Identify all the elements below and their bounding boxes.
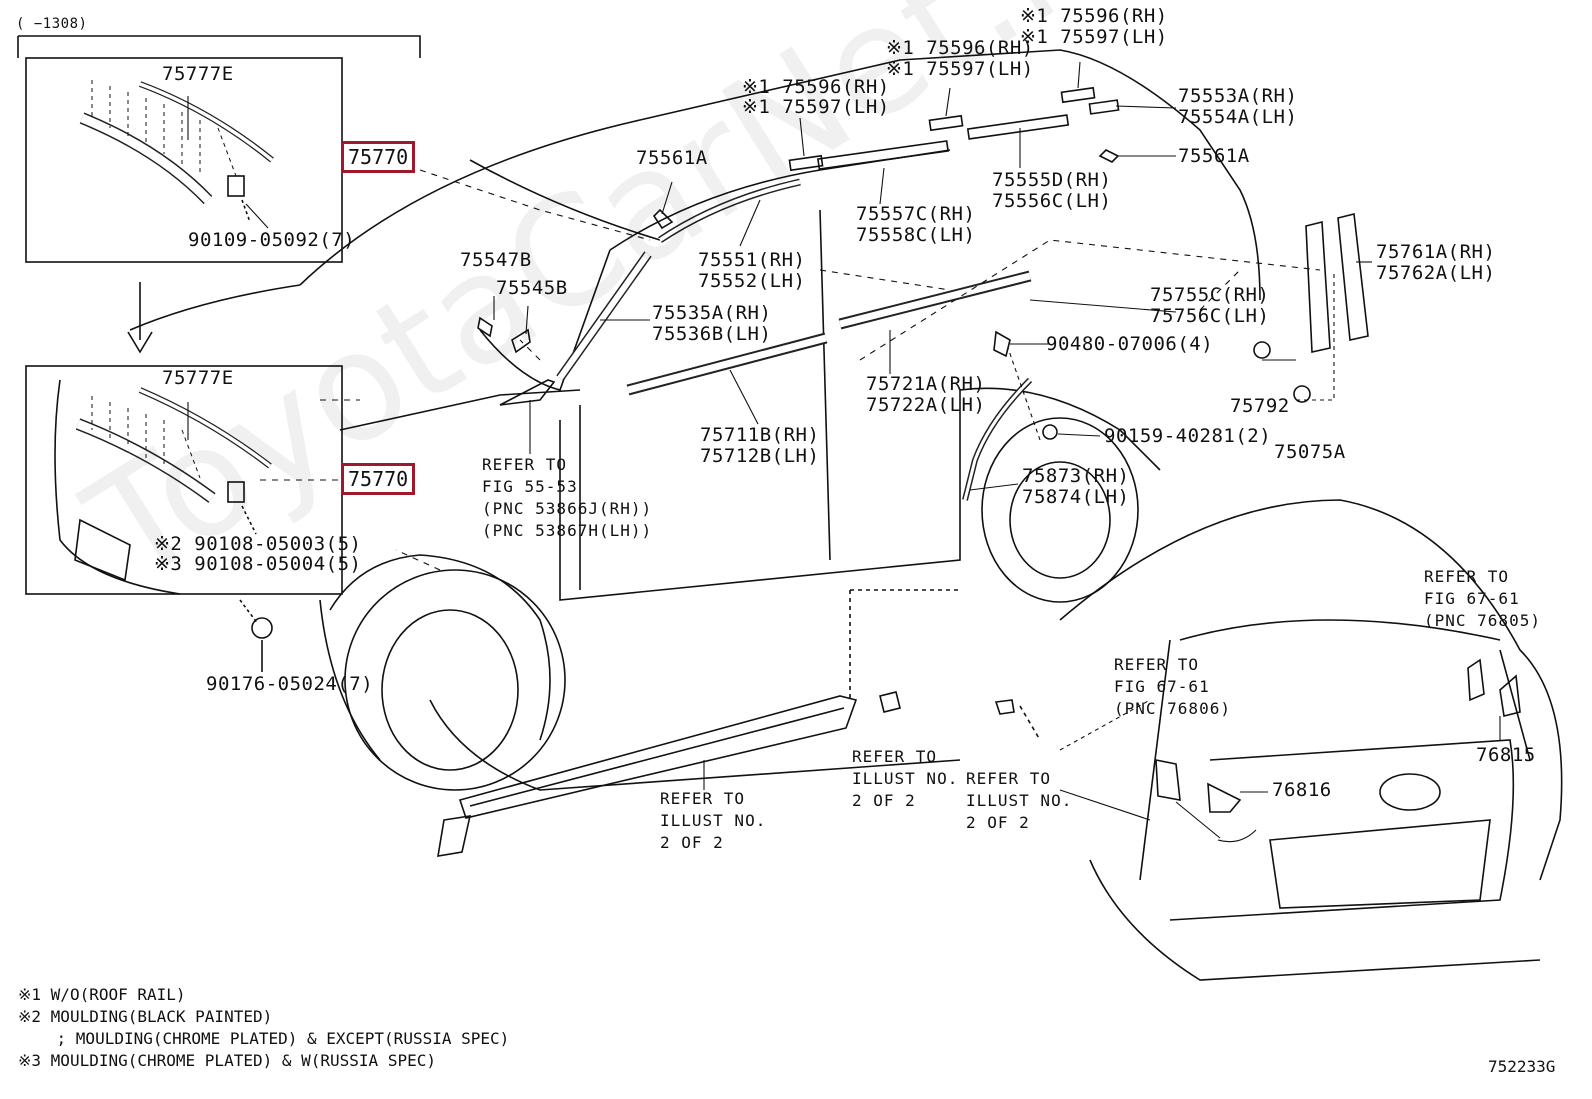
part-75755c-rh[interactable]: 75755C(RH) — [1150, 284, 1270, 306]
ref-line: REFER TO — [852, 747, 938, 766]
part-75597-lh-c[interactable]: ※1 75597(LH) — [1020, 26, 1168, 48]
ref-line: 2 OF 2 — [660, 833, 724, 852]
part-75536b-lh[interactable]: 75536B(LH) — [652, 323, 772, 345]
ref-line: ILLUST NO. — [660, 811, 767, 830]
part-75873-rh[interactable]: 75873(RH) — [1022, 465, 1130, 487]
footnote-2: ※2 MOULDING(BLACK PAINTED) — [18, 1007, 273, 1026]
part-75556c-lh[interactable]: 75556C(LH) — [992, 190, 1112, 212]
ref-illust-2of2-b[interactable]: REFER TO ILLUST NO. 2 OF 2 — [852, 746, 958, 812]
part-75535a-rh[interactable]: 75535A(RH) — [652, 302, 772, 324]
ref-line: 2 OF 2 — [966, 813, 1030, 832]
ref-line: FIG 67-61 — [1424, 589, 1520, 608]
ref-line: (PNC 76805) — [1424, 611, 1541, 630]
ref-fig-67-61-a[interactable]: REFER TO FIG 67-61 (PNC 76805) — [1424, 566, 1541, 632]
part-75712b-lh[interactable]: 75712B(LH) — [700, 445, 820, 467]
part-75561a-left[interactable]: 75561A — [636, 147, 708, 169]
part-75761a-rh[interactable]: 75761A(RH) — [1376, 241, 1496, 263]
part-75596-rh-a[interactable]: ※1 75596(RH) — [742, 76, 890, 98]
part-75554a-lh[interactable]: 75554A(LH) — [1178, 106, 1298, 128]
footnote-2-cont: ; MOULDING(CHROME PLATED) & EXCEPT(RUSSI… — [18, 1029, 510, 1048]
ref-line: REFER TO — [1114, 655, 1200, 674]
part-75770-bottom[interactable]: 75770 — [341, 463, 416, 495]
part-90480-07006[interactable]: 90480-07006(4) — [1046, 333, 1214, 355]
ref-fig-55-53[interactable]: REFER TO FIG 55-53 (PNC 53866J(RH)) (PNC… — [482, 454, 652, 542]
part-75547b[interactable]: 75547B — [460, 249, 532, 271]
part-75711b-rh[interactable]: 75711B(RH) — [700, 424, 820, 446]
part-90108-05003[interactable]: ※2 90108-05003(5) — [154, 533, 362, 555]
model-range-label: ( −1308) — [16, 16, 88, 32]
ref-line: FIG 55-53 — [482, 477, 578, 496]
part-75596-rh-c[interactable]: ※1 75596(RH) — [1020, 5, 1168, 27]
part-75558c-lh[interactable]: 75558C(LH) — [856, 224, 976, 246]
part-75874-lh[interactable]: 75874(LH) — [1022, 486, 1130, 508]
ref-illust-2of2-c[interactable]: REFER TO ILLUST NO. 2 OF 2 — [966, 768, 1072, 834]
part-90176-05024[interactable]: 90176-05024(7) — [206, 673, 374, 695]
part-75561a-right[interactable]: 75561A — [1178, 145, 1250, 167]
part-75551-rh[interactable]: 75551(RH) — [698, 249, 806, 271]
part-75596-rh-b[interactable]: ※1 75596(RH) — [886, 37, 1034, 59]
ref-line: REFER TO — [482, 455, 568, 474]
part-75756c-lh[interactable]: 75756C(LH) — [1150, 305, 1270, 327]
ref-line: ILLUST NO. — [966, 791, 1073, 810]
ref-line: ILLUST NO. — [852, 769, 959, 788]
part-75557c-rh[interactable]: 75557C(RH) — [856, 203, 976, 225]
part-75075a[interactable]: 75075A — [1274, 441, 1346, 463]
ref-line: REFER TO — [1424, 567, 1510, 586]
part-75762a-lh[interactable]: 75762A(LH) — [1376, 262, 1496, 284]
ref-line: REFER TO — [660, 789, 746, 808]
footnote-1: ※1 W/O(ROOF RAIL) — [18, 985, 186, 1004]
ref-line: (PNC 76806) — [1114, 699, 1231, 718]
part-75597-lh-a[interactable]: ※1 75597(LH) — [742, 96, 890, 118]
part-90159-40281[interactable]: 90159-40281(2) — [1104, 425, 1272, 447]
part-90109-05092[interactable]: 90109-05092(7) — [188, 229, 356, 251]
figure-code: 752233G — [1488, 1057, 1556, 1076]
footnote-3: ※3 MOULDING(CHROME PLATED) & W(RUSSIA SP… — [18, 1051, 436, 1070]
part-75553a-rh[interactable]: 75553A(RH) — [1178, 85, 1298, 107]
ref-line: (PNC 53867H(LH)) — [482, 521, 653, 540]
part-75545b[interactable]: 75545B — [496, 277, 568, 299]
ref-line: FIG 67-61 — [1114, 677, 1210, 696]
ref-line: (PNC 53866J(RH)) — [482, 499, 653, 518]
part-90108-05004[interactable]: ※3 90108-05004(5) — [154, 553, 362, 575]
part-76816[interactable]: 76816 — [1272, 779, 1332, 801]
part-75552-lh[interactable]: 75552(LH) — [698, 270, 806, 292]
part-75777e-bottom[interactable]: 75777E — [162, 367, 234, 389]
part-75722a-lh[interactable]: 75722A(LH) — [866, 394, 986, 416]
ref-line: REFER TO — [966, 769, 1052, 788]
part-75777e-top[interactable]: 75777E — [162, 63, 234, 85]
ref-line: 2 OF 2 — [852, 791, 916, 810]
ref-fig-67-61-b[interactable]: REFER TO FIG 67-61 (PNC 76806) — [1114, 654, 1231, 720]
part-76815[interactable]: 76815 — [1476, 744, 1536, 766]
part-75721a-rh[interactable]: 75721A(RH) — [866, 373, 986, 395]
part-75792[interactable]: 75792 — [1230, 395, 1290, 417]
ref-illust-2of2-a[interactable]: REFER TO ILLUST NO. 2 OF 2 — [660, 788, 766, 854]
part-75555d-rh[interactable]: 75555D(RH) — [992, 169, 1112, 191]
part-75597-lh-b[interactable]: ※1 75597(LH) — [886, 58, 1034, 80]
part-75770-top[interactable]: 75770 — [341, 141, 416, 173]
